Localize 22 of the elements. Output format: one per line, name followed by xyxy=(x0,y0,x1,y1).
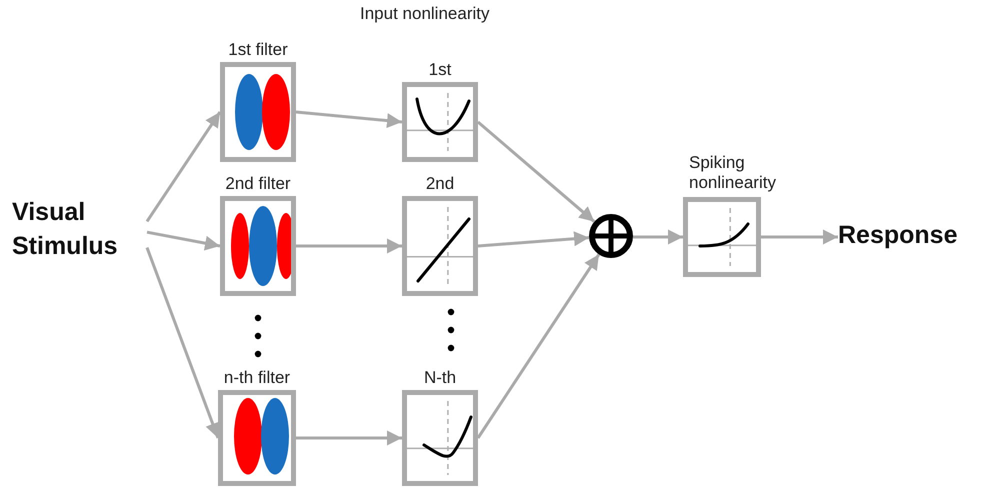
arrow xyxy=(146,247,220,439)
nonlinearity-heading: 1st xyxy=(428,60,452,81)
arrow xyxy=(296,238,402,254)
section-heading: Input nonlinearity xyxy=(360,4,490,24)
nonlinearity-heading: 2nd xyxy=(424,174,456,195)
arrow xyxy=(761,230,838,244)
arrow xyxy=(296,430,402,446)
arrow xyxy=(478,231,590,248)
filter-heading: n-th filter xyxy=(222,368,292,389)
stimulus-label: Visual Stimulus xyxy=(12,195,147,263)
summation-symbol xyxy=(588,213,634,259)
nonlinearity-heading: N-th xyxy=(422,368,458,389)
arrow xyxy=(146,111,222,222)
filter-heading: 2nd filter xyxy=(224,174,292,195)
arrow xyxy=(477,120,596,223)
arrow xyxy=(296,110,402,128)
arrow xyxy=(476,254,600,439)
arrow xyxy=(146,230,220,251)
filter-heading: 1st filter xyxy=(227,40,289,61)
nonlinearity-heading: Spiking nonlinearity xyxy=(689,153,777,194)
response-label: Response xyxy=(838,218,973,252)
arrow xyxy=(633,230,683,244)
